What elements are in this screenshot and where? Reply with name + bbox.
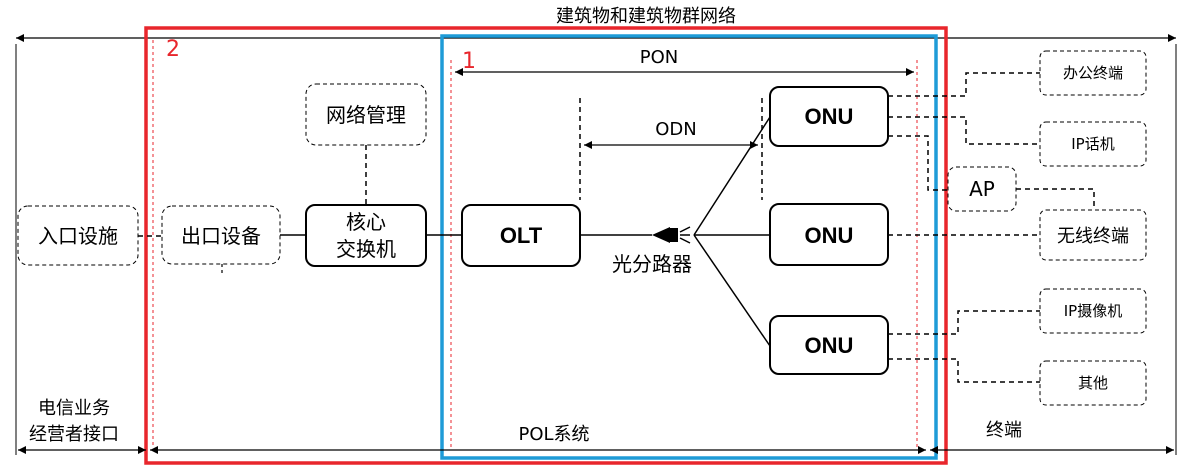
- network-management-label: 网络管理: [326, 103, 406, 127]
- terminal-wireless-label: 无线终端: [1057, 226, 1129, 247]
- pon-label: PON: [640, 47, 679, 68]
- link-onu3-ipcam: [888, 310, 1040, 335]
- splitter-icon: [652, 226, 691, 244]
- terminal-office-label: 办公终端: [1063, 64, 1123, 82]
- ap-box: [947, 166, 1017, 212]
- link-splitter-onu1: [693, 116, 771, 236]
- onu-2-box: [769, 203, 889, 266]
- olt-label: OLT: [500, 223, 543, 248]
- entrance-facility-label: 入口设施: [38, 224, 118, 248]
- splitter-label: 光分路器: [612, 252, 692, 276]
- terminal-ipphone-box: [1039, 121, 1147, 167]
- terminal-ipcam-box: [1039, 288, 1147, 334]
- terminal-office-box: [1039, 50, 1147, 96]
- exit-device-box: [161, 205, 281, 265]
- diagram-title: 建筑物和建筑物群网络: [556, 6, 736, 27]
- link-onu1-ap: [888, 135, 948, 191]
- core-switch-box: [305, 204, 427, 267]
- odn-label: ODN: [655, 119, 697, 140]
- terminal-ipcam-label: IP摄像机: [1064, 302, 1122, 320]
- core-switch-label-line1: 核心: [346, 210, 386, 234]
- link-ap-wireless: [1016, 188, 1095, 210]
- exit-device-label: 出口设备: [181, 224, 261, 248]
- olt-box: [461, 204, 581, 267]
- pol-system-label: POL系统: [518, 424, 589, 445]
- onu-3-box: [769, 315, 889, 375]
- region-2-box: [144, 26, 948, 465]
- link-onu3-other: [888, 358, 1040, 383]
- link-splitter-onu3: [693, 234, 771, 347]
- onu-1-box: [769, 86, 889, 147]
- link-onu1-ipphone: [888, 116, 1040, 145]
- terminal-other-box: [1039, 360, 1147, 406]
- onu-1-label: ONU: [805, 104, 854, 129]
- region-2-label: 2: [166, 37, 180, 62]
- terminal-ipphone-label: IP话机: [1071, 135, 1114, 153]
- terminal-other-label: 其他: [1078, 374, 1108, 392]
- operator-interface-label-line2: 经营者接口: [29, 424, 119, 445]
- ap-label: AP: [969, 177, 995, 201]
- terminal-span-label: 终端: [986, 420, 1022, 441]
- terminal-wireless-box: [1039, 209, 1147, 261]
- link-onu1-office: [888, 72, 1040, 97]
- entrance-facility-box: [17, 205, 139, 266]
- core-switch-label-line2: 交换机: [336, 237, 396, 261]
- region-1-box: [440, 34, 938, 460]
- network-management-box: [305, 83, 427, 146]
- operator-interface-label-line1: 电信业务: [38, 398, 110, 419]
- onu-2-label: ONU: [805, 223, 854, 248]
- onu-3-label: ONU: [805, 333, 854, 358]
- region-1-label: 1: [462, 49, 476, 74]
